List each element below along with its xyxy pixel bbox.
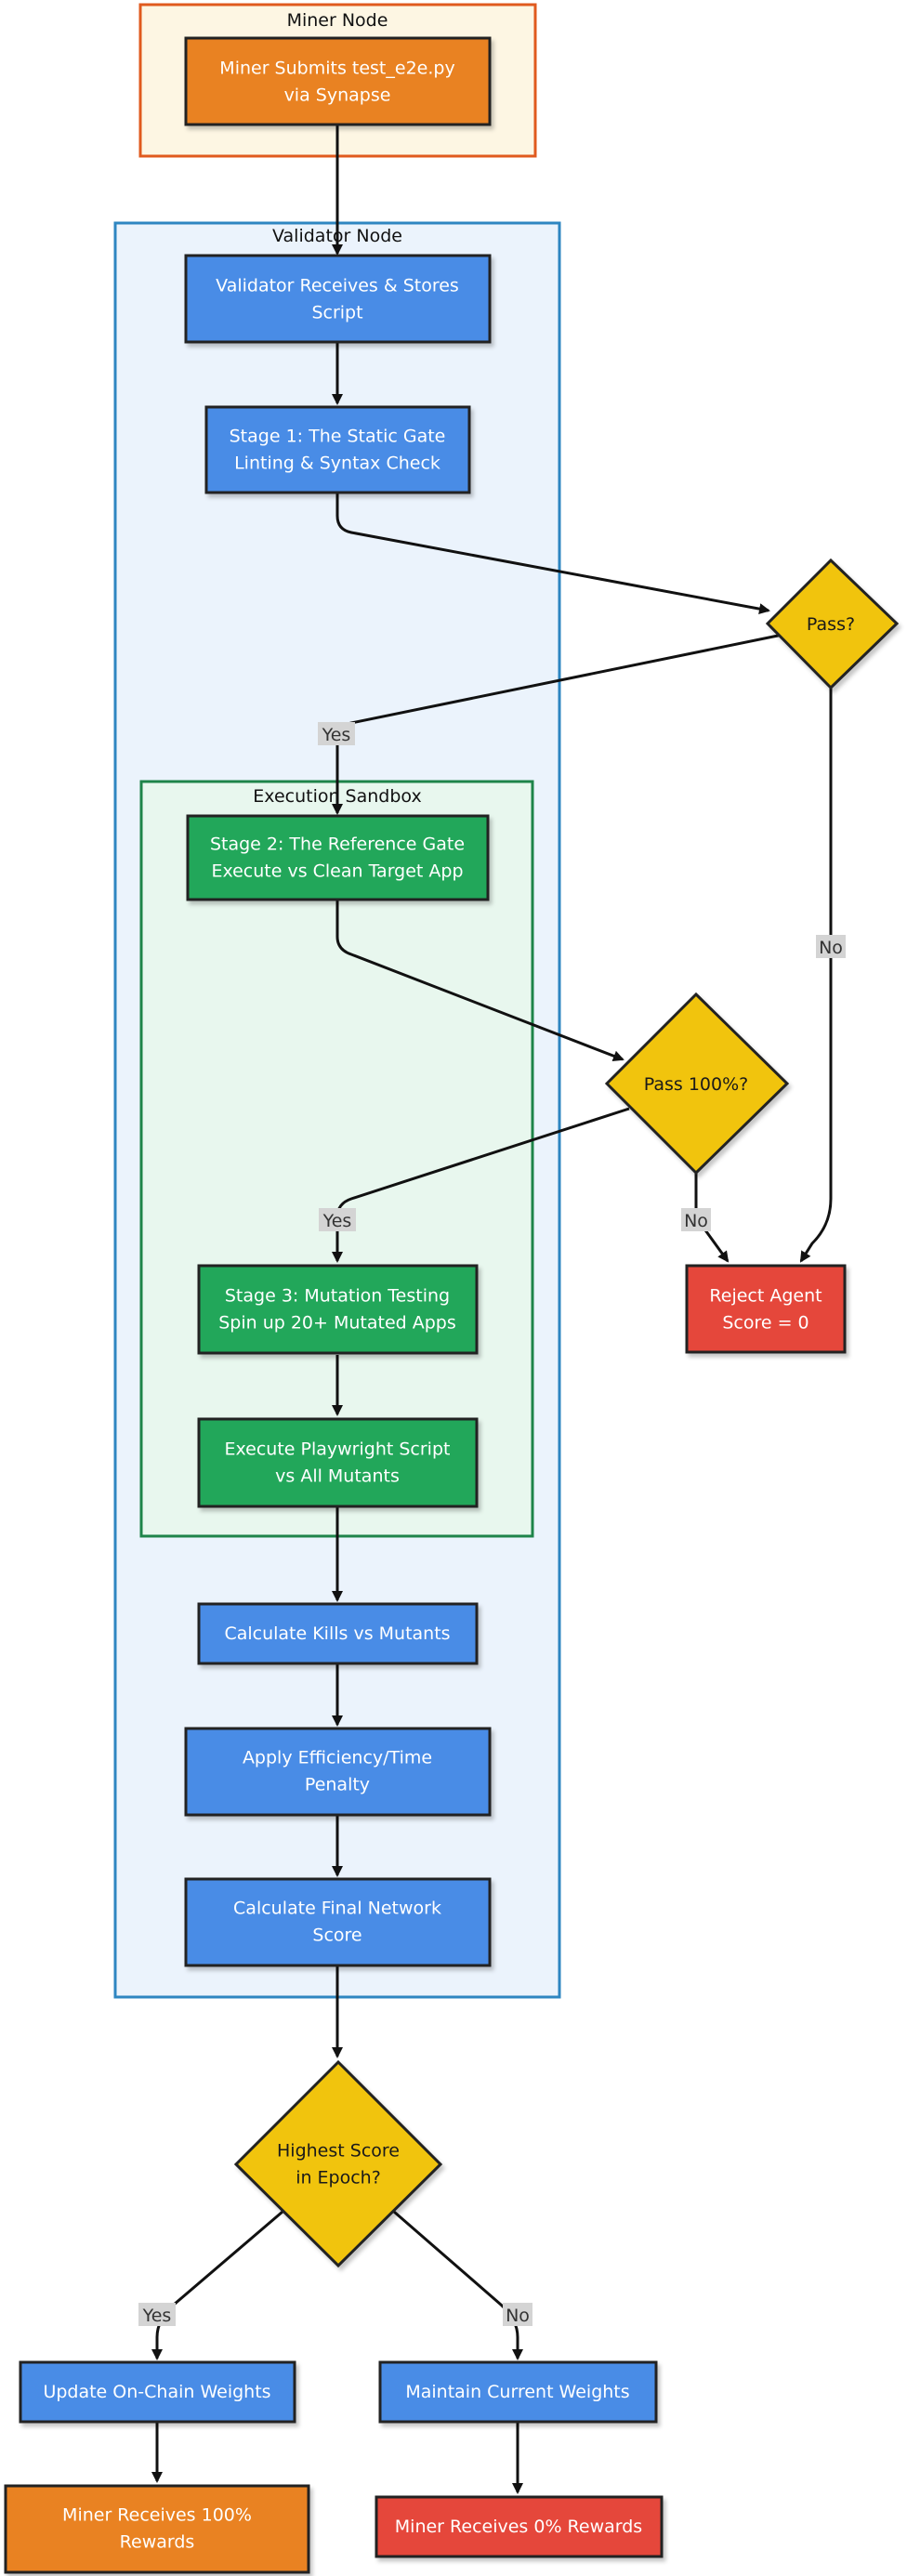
node-label-stage3-line-1: Stage 3: Mutation Testing xyxy=(225,1286,450,1307)
node-execute-playwright xyxy=(197,1417,479,1508)
node-validator-receives xyxy=(184,254,492,344)
decision-pass-100 xyxy=(604,992,790,1176)
edge-label-pass2-yes: Yes xyxy=(319,1208,356,1231)
node-label-penalty-line-1: Apply Efficiency/Time xyxy=(243,1748,432,1768)
node-label-highest-line-1: Highest Score xyxy=(277,2141,400,2162)
svg-text:No: No xyxy=(506,2306,530,2326)
edge-label-pass2-no: No xyxy=(681,1208,711,1231)
node-calculate-kills xyxy=(197,1602,479,1665)
edge-pass1-no-to-reject xyxy=(799,688,833,1263)
node-label-final-line-2: Score xyxy=(312,1925,361,1946)
edge-label-pass1-no: No xyxy=(816,935,846,958)
edge-label-pass1-yes: Yes xyxy=(318,722,355,745)
svg-text:No: No xyxy=(819,938,843,958)
node-label-stage1-line-2: Linting & Syntax Check xyxy=(234,453,440,474)
node-update-weights xyxy=(19,2360,296,2424)
node-label-submit-line-2: via Synapse xyxy=(284,85,391,106)
svg-text:Yes: Yes xyxy=(142,2306,172,2326)
node-label-stage2-line-1: Stage 2: The Reference Gate xyxy=(210,835,465,855)
node-stage2-reference-gate xyxy=(186,814,490,901)
node-apply-penalty xyxy=(184,1727,492,1817)
node-miner-submits xyxy=(184,36,492,126)
node-stage3-mutation-testing xyxy=(197,1264,479,1355)
node-label-rewards100-line-1: Miner Receives 100% xyxy=(62,2505,252,2526)
svg-text:No: No xyxy=(684,1211,708,1231)
node-rewards-0 xyxy=(375,2495,664,2558)
edge-stage2-to-pass2 xyxy=(335,900,624,1061)
node-label-stage3-line-2: Spin up 20+ Mutated Apps xyxy=(218,1313,456,1334)
node-label-receive-line-2: Script xyxy=(311,303,362,323)
decision-highest-score xyxy=(233,2059,443,2268)
edge-highest-yes-to-update xyxy=(151,2210,283,2360)
node-label-reject-line-1: Reject Agent xyxy=(709,1286,822,1307)
node-final-network-score xyxy=(184,1877,492,1967)
svg-text:Yes: Yes xyxy=(322,1211,352,1231)
node-label-reject-line-2: Score = 0 xyxy=(722,1313,808,1334)
node-label-final-line-1: Calculate Final Network xyxy=(233,1899,441,1919)
decision-pass xyxy=(765,558,900,690)
node-label-stage1-line-1: Stage 1: The Static Gate xyxy=(230,427,446,447)
node-label-receive-line-1: Validator Receives & Stores xyxy=(216,276,459,296)
node-label-execute-line-1: Execute Playwright Script xyxy=(225,1439,451,1460)
node-label-stage2-line-2: Execute vs Clean Target App xyxy=(211,861,463,882)
node-label-rewards100-line-2: Rewards xyxy=(120,2532,195,2553)
node-label-submit-line-1: Miner Submits test_e2e.py xyxy=(219,59,454,79)
edge-highest-no-to-maintain xyxy=(393,2210,523,2360)
node-label-highest-line-2: in Epoch? xyxy=(296,2168,381,2188)
node-label-update-line-1: Update On-Chain Weights xyxy=(43,2382,270,2402)
node-reject-agent xyxy=(685,1264,847,1354)
node-rewards-100 xyxy=(4,2484,310,2574)
edge-stage1-to-pass1 xyxy=(335,493,770,615)
node-label-maintain-line-1: Maintain Current Weights xyxy=(405,2382,629,2402)
svg-text:Yes: Yes xyxy=(322,725,351,745)
node-label-rewards0-line-1: Miner Receives 0% Rewards xyxy=(395,2517,642,2537)
node-stage1-static-gate xyxy=(204,405,471,494)
edge-label-highest-no: No xyxy=(503,2303,532,2326)
node-label-kills-line-1: Calculate Kills vs Mutants xyxy=(224,1623,450,1644)
node-label-execute-line-2: vs All Mutants xyxy=(275,1466,400,1487)
node-label-pass2-line-1: Pass 100%? xyxy=(644,1074,749,1095)
node-label-penalty-line-2: Penalty xyxy=(305,1775,370,1795)
node-maintain-weights xyxy=(378,2360,658,2424)
cluster-miner-title: Miner Node xyxy=(287,10,388,31)
edge-label-highest-yes: Yes xyxy=(138,2303,176,2326)
node-label-pass1-line-1: Pass? xyxy=(807,614,855,635)
